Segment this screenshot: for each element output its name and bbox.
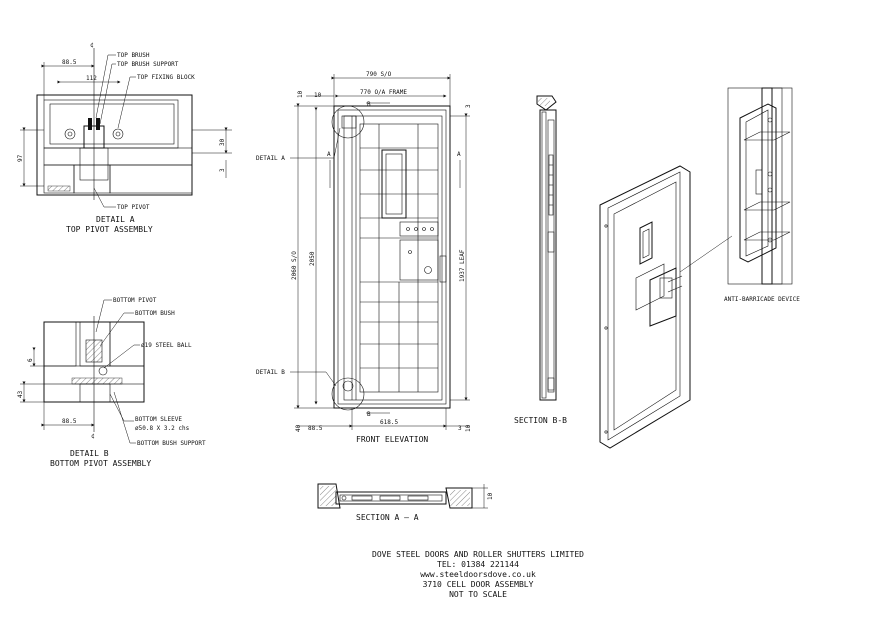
label-sleeve-spec: ø50.8 X 3.2 chs xyxy=(135,425,190,432)
detail-b-dim-43: 43 xyxy=(17,390,24,398)
label-top-brush-support: TOP BRUSH SUPPORT xyxy=(117,61,179,68)
detail-b-centerline: ¢ xyxy=(91,433,95,440)
detail-b-dim-88: 88.5 xyxy=(62,418,77,425)
section-a-a-dim: 10 xyxy=(487,492,494,500)
dim-overall-width: 790 S/O xyxy=(366,71,392,78)
isometric-door xyxy=(599,165,733,449)
dim-height-so: 2060 S/O xyxy=(291,251,298,280)
label-bottom-bush-support: BOTTOM BUSH SUPPORT xyxy=(137,440,206,447)
anti-barricade-detail: ANTI-BARRICADE DEVICE xyxy=(724,87,800,303)
detail-a-callout: DETAIL A xyxy=(256,155,285,162)
lock-keyhole-icon xyxy=(424,266,432,274)
detail-b: 6 43 88.5 ¢ BOTTOM PIVOT BOTTOM BUSH ø19… xyxy=(17,297,206,468)
dim-88-5: 88.5 xyxy=(308,425,323,432)
dim-40: 40 xyxy=(295,424,302,432)
dim-618-5: 618.5 xyxy=(380,419,398,426)
dim-frame-width: 770 O/A FRAME xyxy=(360,89,407,96)
label-top-brush: TOP BRUSH xyxy=(117,52,150,59)
iso-vision-panel xyxy=(639,221,653,265)
detail-a-centerline: ¢ xyxy=(90,42,94,49)
section-b-b: SECTION B-B xyxy=(514,95,567,425)
section-a-a: 10 SECTION A – A xyxy=(317,483,494,522)
label-steel-ball: ø19 STEEL BALL xyxy=(141,342,192,349)
anti-barricade-label: ANTI-BARRICADE DEVICE xyxy=(724,296,800,303)
company-web: www.steeldoorsdove.co.uk xyxy=(420,570,536,579)
section-mark-a-right: A xyxy=(457,151,461,158)
detail-a-dim-97: 97 xyxy=(17,154,24,162)
label-bottom-pivot: BOTTOM PIVOT xyxy=(113,297,157,304)
label-top-pivot: TOP PIVOT xyxy=(117,204,150,211)
section-b-b-caption: SECTION B-B xyxy=(514,416,567,425)
front-elevation-caption: FRONT ELEVATION xyxy=(356,435,428,444)
section-mark-a-left: A xyxy=(327,151,331,158)
dim-10-left: 10 xyxy=(314,92,322,99)
detail-b-dim-6: 6 xyxy=(27,358,34,362)
dim-height-2050: 2050 xyxy=(309,251,316,266)
detail-a-dim-112: 112 xyxy=(86,75,97,82)
lock-plate xyxy=(399,221,439,237)
detail-b-callout: DETAIL B xyxy=(256,369,285,376)
drawing-title: 3710 CELL DOOR ASSEMBLY xyxy=(423,580,534,589)
detail-a: 88.5 112 97 30 3 ¢ TOP BRUSH TOP BRUSH S… xyxy=(17,42,232,234)
dim-10-top: 10 xyxy=(297,90,304,98)
section-mark-b-top: B xyxy=(367,101,371,108)
detail-a-dim-3: 3 xyxy=(219,168,226,172)
detail-b-subcaption: BOTTOM PIVOT ASSEMBLY xyxy=(50,459,151,468)
detail-a-subcaption: TOP PIVOT ASSEMBLY xyxy=(66,225,153,234)
drawing-scale: NOT TO SCALE xyxy=(449,590,507,599)
section-a-a-caption: SECTION A – A xyxy=(356,513,419,522)
dim-leaf: 1937 LEAF xyxy=(459,249,466,282)
company-name: DOVE STEEL DOORS AND ROLLER SHUTTERS LIM… xyxy=(372,550,584,559)
detail-b-caption: DETAIL B xyxy=(70,449,109,458)
section-mark-b-bottom: B xyxy=(367,411,371,418)
label-bottom-bush: BOTTOM BUSH xyxy=(135,310,175,317)
front-elevation: B B A A 790 S/O 770 O/A FRAME 10 10 3 20… xyxy=(256,71,472,444)
title-block: DOVE STEEL DOORS AND ROLLER SHUTTERS LIM… xyxy=(372,550,584,599)
dim-10-bottom: 10 xyxy=(465,424,472,432)
dim-3-top: 3 xyxy=(465,104,472,108)
company-tel: TEL: 01384 221144 xyxy=(437,560,519,569)
detail-a-caption: DETAIL A xyxy=(96,215,135,224)
door-panel-grid xyxy=(359,123,439,393)
label-top-fixing-block: TOP FIXING BLOCK xyxy=(137,74,195,81)
label-bottom-sleeve: BOTTOM SLEEVE xyxy=(135,416,182,423)
detail-a-dim-88: 88.5 xyxy=(62,59,77,66)
detail-a-dim-30: 30 xyxy=(219,138,226,146)
dim-3-bottom: 3 xyxy=(458,425,462,432)
vision-panel xyxy=(381,149,407,219)
